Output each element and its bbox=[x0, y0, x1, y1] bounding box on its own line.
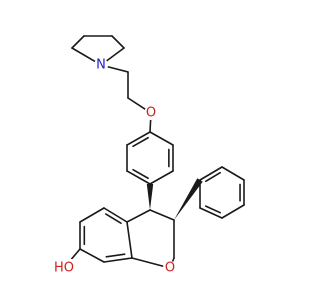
bond-single bbox=[171, 257, 175, 263]
atom-pyrrolidine-n: N bbox=[94, 58, 108, 73]
bond-layer bbox=[70, 35, 245, 268]
bond-aromatic bbox=[199, 166, 223, 181]
atom-label-layer: N O O HO bbox=[52, 58, 177, 277]
bond-single bbox=[126, 221, 133, 259]
bond-single bbox=[70, 248, 81, 260]
atom-label-n: N bbox=[96, 58, 106, 73]
atom-label-ether-o: O bbox=[146, 106, 156, 121]
bond-double-inner bbox=[132, 168, 149, 180]
atom-label-hydroxyl: HO bbox=[54, 261, 74, 276]
bond-aromatic bbox=[149, 131, 174, 146]
bond-aromatic bbox=[149, 170, 174, 185]
bond-single bbox=[131, 257, 165, 268]
bond-aromatic bbox=[126, 170, 151, 185]
bond-single bbox=[149, 119, 152, 133]
bond-aromatic bbox=[103, 207, 128, 223]
atom-hydroxyl: HO bbox=[52, 259, 76, 277]
bond-single bbox=[105, 47, 125, 62]
bond-wedge-c3 bbox=[174, 178, 203, 220]
bond-aromatic bbox=[126, 131, 151, 146]
bond-single bbox=[111, 35, 125, 49]
bond-double-inner bbox=[204, 205, 221, 214]
molecule-structure: N O O HO bbox=[52, 35, 245, 277]
bond-aromatic bbox=[103, 257, 133, 263]
bond-single bbox=[149, 209, 175, 221]
atom-ring-o: O bbox=[163, 261, 177, 276]
bond-aromatic bbox=[199, 207, 223, 219]
bond-double-inner bbox=[105, 213, 122, 224]
bond-single bbox=[71, 47, 96, 63]
bond-aromatic bbox=[79, 207, 105, 223]
bond-aromatic bbox=[79, 248, 105, 263]
bond-single bbox=[71, 35, 85, 49]
bond-double-inner bbox=[204, 171, 221, 183]
bond-single bbox=[126, 209, 151, 223]
bond-aromatic bbox=[221, 204, 245, 219]
bond-double-inner bbox=[105, 253, 126, 258]
bond-aromatic bbox=[221, 166, 245, 181]
bond-wedge-c4 bbox=[146, 184, 154, 210]
bond-single bbox=[106, 65, 129, 73]
atom-ether-o: O bbox=[144, 106, 158, 121]
bond-single bbox=[127, 97, 146, 110]
atom-label-ring-o: O bbox=[165, 261, 175, 276]
bond-double-inner bbox=[132, 136, 149, 148]
